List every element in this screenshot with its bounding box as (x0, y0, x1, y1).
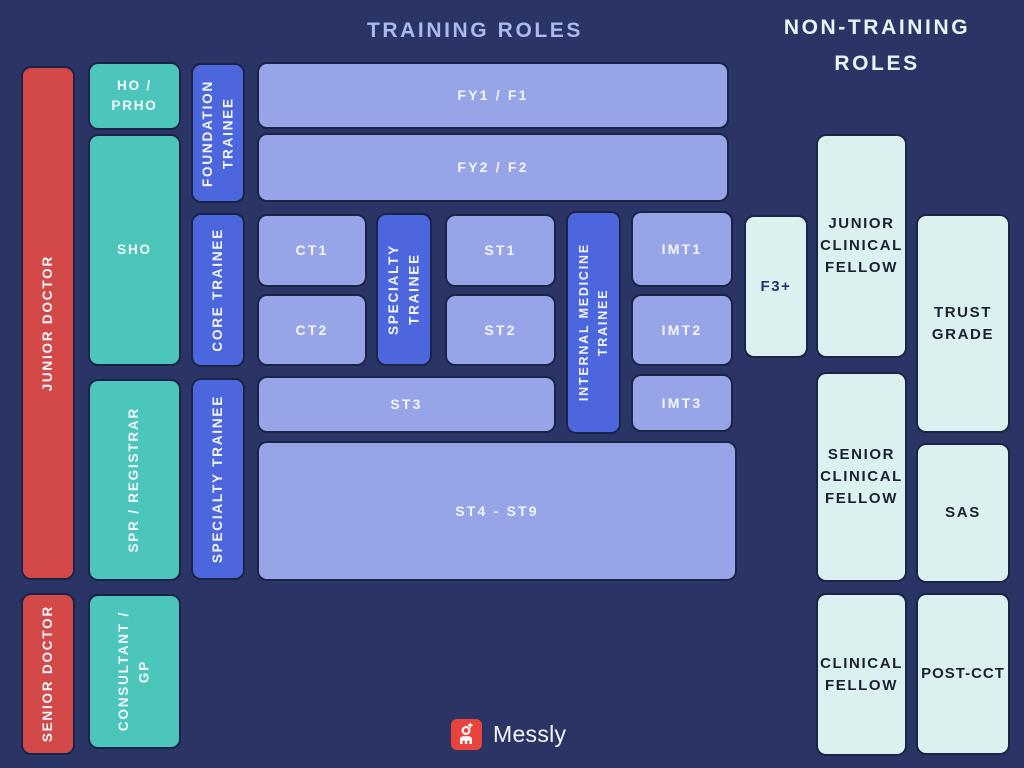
specialty-trainee-tall-label: SPECIALTY TRAINEE (209, 394, 225, 564)
ho-prho-box: HO / PRHO (88, 62, 181, 130)
internal-medicine-trainee-label: INTERNAL MEDICINE TRAINEE (576, 243, 610, 402)
spr-registrar-box: SPR / REGISTRAR (88, 379, 181, 581)
fy1-box: FY1 / F1 (257, 62, 729, 129)
imt3-box: IMT3 (631, 374, 733, 432)
specialty-trainee-tall-box: SPECIALTY TRAINEE (191, 378, 245, 580)
imt2-label: IMT2 (661, 321, 703, 338)
imt2-box: IMT2 (631, 294, 733, 366)
clinical-fellow-label: CLINICAL FELLOW (820, 654, 903, 694)
fy1-label: FY1 / F1 (457, 87, 529, 103)
consultant-gp-label: CONSULTANT / GP (116, 611, 152, 732)
specialty-trainee-small-label: SPECIALTY TRAINEE (385, 244, 421, 335)
brand-name: Messly (493, 721, 567, 747)
st4-st9-label: ST4 - ST9 (455, 502, 539, 519)
st4-st9-box: ST4 - ST9 (257, 441, 737, 581)
junior-doctor-bar: JUNIOR DOCTOR (21, 66, 75, 580)
fy2-box: FY2 / F2 (257, 133, 729, 202)
foundation-trainee-label: FOUNDATION TRAINEE (199, 79, 235, 187)
messly-person-icon (451, 719, 482, 750)
ct1-label: CT1 (295, 242, 329, 258)
specialty-trainee-small-box: SPECIALTY TRAINEE (376, 213, 432, 366)
sas-box: SAS (916, 443, 1010, 583)
sho-label: SHO (117, 241, 152, 257)
senior-doctor-bar: SENIOR DOCTOR (21, 593, 75, 755)
junior-doctor-label: JUNIOR DOCTOR (39, 254, 55, 392)
trust-grade-label: TRUST GRADE (931, 303, 995, 343)
imt1-box: IMT1 (631, 211, 733, 287)
clinical-fellow-box: CLINICAL FELLOW (816, 593, 907, 756)
senior-doctor-label: SENIOR DOCTOR (39, 605, 55, 743)
st2-label: ST2 (484, 321, 517, 338)
senior-clinical-fellow-box: SENIOR CLINICAL FELLOW (816, 372, 907, 582)
consultant-gp-box: CONSULTANT / GP (88, 594, 181, 749)
core-trainee-box: CORE TRAINEE (191, 213, 245, 367)
ct2-label: CT2 (295, 321, 329, 338)
post-cct-box: POST-CCT (916, 593, 1010, 755)
sas-label: SAS (945, 504, 981, 522)
senior-clinical-fellow-label: SENIOR CLINICAL FELLOW (820, 446, 903, 507)
foundation-trainee-box: FOUNDATION TRAINEE (191, 63, 245, 203)
trust-grade-box: TRUST GRADE (916, 214, 1010, 433)
st3-label: ST3 (390, 396, 423, 412)
sho-box: SHO (88, 134, 181, 366)
ho-prho-label: HO / PRHO (111, 77, 158, 113)
ct2-box: CT2 (257, 294, 367, 366)
f3-plus-label: F3+ (760, 277, 792, 295)
st1-label: ST1 (484, 242, 517, 258)
spr-registrar-label: SPR / REGISTRAR (126, 407, 142, 553)
internal-medicine-trainee-box: INTERNAL MEDICINE TRAINEE (566, 211, 621, 434)
training-roles-title: TRAINING ROLES (366, 19, 584, 42)
f3-plus-box: F3+ (744, 215, 808, 358)
st3-box: ST3 (257, 376, 556, 433)
st1-box: ST1 (445, 214, 556, 287)
junior-clinical-fellow-label: JUNIOR CLINICAL FELLOW (820, 215, 903, 276)
core-trainee-label: CORE TRAINEE (209, 228, 225, 352)
ct1-box: CT1 (257, 214, 367, 287)
non-training-roles-title: NON-TRAINING ROLES (783, 16, 971, 75)
junior-clinical-fellow-box: JUNIOR CLINICAL FELLOW (816, 134, 907, 358)
post-cct-label: POST-CCT (921, 665, 1005, 683)
imt3-label: IMT3 (661, 394, 703, 411)
brand-footer: Messly (451, 719, 566, 750)
imt1-label: IMT1 (661, 240, 703, 257)
st2-box: ST2 (445, 294, 556, 366)
fy2-label: FY2 / F2 (457, 159, 529, 175)
